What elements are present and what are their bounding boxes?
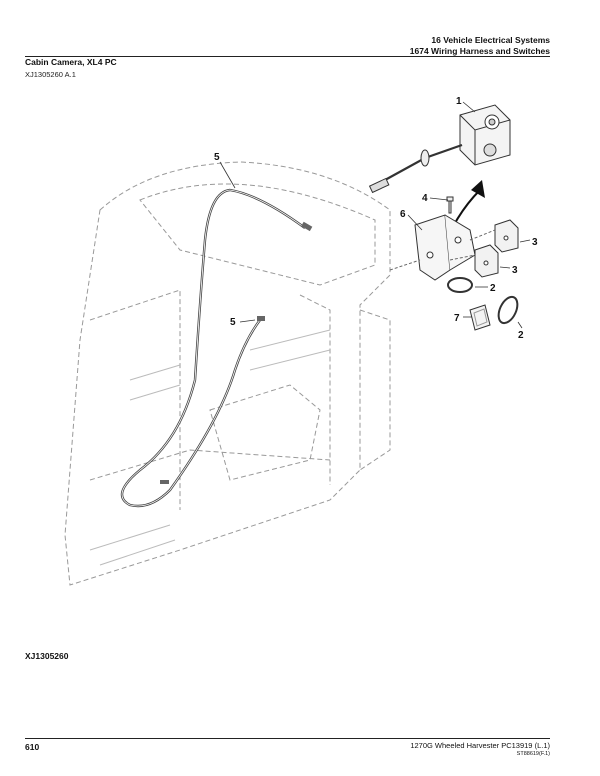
page-header: 16 Vehicle Electrical Systems 1674 Wirin…	[410, 35, 550, 57]
cab-outline	[64, 161, 391, 586]
figure-id: XJ1305260	[25, 651, 69, 661]
callout-2b: 2	[518, 330, 524, 341]
o-ring-lower	[497, 295, 519, 325]
callout-3b: 3	[512, 265, 518, 276]
callout-2a: 2	[490, 283, 496, 294]
callout-5b: 5	[230, 317, 236, 328]
camera-harness	[120, 188, 306, 508]
isolator-lower	[474, 244, 499, 278]
page-number: 610	[25, 742, 40, 752]
callout-6: 6	[400, 209, 406, 220]
group-title: 1674 Wiring Harness and Switches	[409, 46, 550, 56]
cab-roof-edge	[139, 183, 376, 286]
cab-seat	[209, 384, 321, 481]
cab-door-frame	[359, 309, 391, 471]
callout-5a: 5	[214, 152, 220, 163]
section-reference: XJ1305260 A.1	[25, 70, 76, 79]
o-ring-upper	[447, 277, 473, 293]
footer-divider	[25, 738, 550, 739]
cab-pillar-right	[299, 294, 331, 485]
section-title: Cabin Camera, XL4 PC	[25, 57, 117, 67]
cabin-camera	[459, 104, 511, 166]
callout-3a: 3	[532, 237, 538, 248]
cable-grommet	[420, 149, 430, 167]
product-line: 1270G Wheeled Harvester PC13919 (L.1)	[410, 741, 550, 750]
document-code: ST88619(F.1)	[516, 751, 550, 757]
cable-connector	[368, 177, 390, 194]
exploded-view-illustration: 1 2 2 3 3 4 5 5 6 7	[64, 96, 538, 586]
header-divider	[25, 56, 550, 57]
mounting-bolt	[446, 196, 454, 214]
callout-1: 1	[456, 96, 462, 107]
cab-pillar-left	[89, 289, 181, 510]
callout-7: 7	[454, 313, 460, 324]
chapter-title: 16 Vehicle Electrical Systems	[431, 35, 550, 45]
harness-connector-top	[301, 221, 313, 232]
harness-connector-mid	[257, 316, 265, 321]
camera-bracket	[414, 214, 476, 281]
harness-connector-low	[160, 480, 169, 484]
isolator-upper	[494, 219, 519, 253]
callout-4: 4	[422, 193, 428, 204]
page-footer: 1270G Wheeled Harvester PC13919 (L.1) ST…	[410, 741, 550, 759]
adhesive-pad	[469, 304, 491, 331]
cab-floor	[89, 449, 331, 481]
